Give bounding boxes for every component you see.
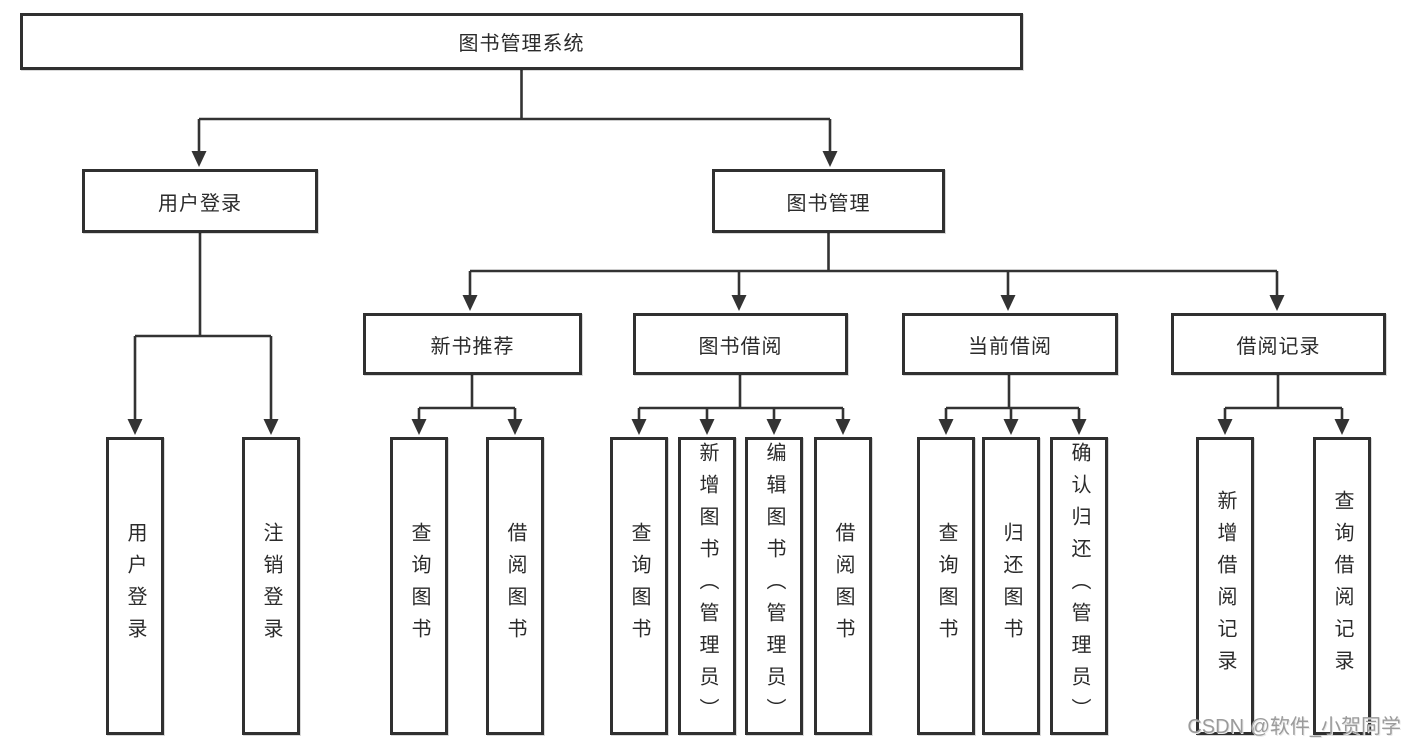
leaf-borrow-books-label: 借阅图书 (832, 522, 854, 650)
leaf-query-books-borrow-label: 查询图书 (628, 522, 650, 650)
csdn-watermark: CSDN @软件_小贺同学 (1187, 716, 1401, 738)
leaf-user-login-label: 用户登录 (124, 522, 146, 650)
section-borrow-records-label: 借阅记录 (1236, 335, 1321, 358)
leaf-logout-login: 注销登录 (242, 437, 300, 735)
section-borrow-records: 借阅记录 (1171, 313, 1386, 375)
leaf-add-books-admin: 新增图书（管理员） (678, 437, 736, 735)
section-current-borrow: 当前借阅 (902, 313, 1118, 375)
node-root-system-label: 图书管理系统 (458, 33, 585, 55)
leaf-confirm-return-admin-label: 确认归还（管理员） (1068, 442, 1090, 730)
leaf-query-borrow-record-label: 查询借阅记录 (1331, 490, 1353, 682)
section-new-book-recommend-label: 新书推荐 (430, 335, 515, 358)
leaf-query-books-recommend-label: 查询图书 (408, 522, 430, 650)
leaf-edit-books-admin: 编辑图书（管理员） (745, 437, 803, 735)
node-book-management-label: 图书管理 (786, 192, 871, 215)
section-book-borrow: 图书借阅 (633, 313, 848, 375)
leaf-borrow-books-recommend: 借阅图书 (486, 437, 544, 735)
arrowhead-icons (127, 151, 1350, 435)
leaf-query-borrow-record: 查询借阅记录 (1313, 437, 1371, 735)
node-user-login: 用户登录 (82, 169, 318, 233)
leaf-edit-books-admin-label: 编辑图书（管理员） (763, 442, 785, 730)
leaf-add-borrow-record-label: 新增借阅记录 (1214, 490, 1236, 682)
leaf-return-books: 归还图书 (982, 437, 1040, 735)
leaf-logout-login-label: 注销登录 (260, 522, 282, 650)
leaf-return-books-label: 归还图书 (1000, 522, 1022, 650)
node-user-login-label: 用户登录 (158, 192, 242, 215)
node-book-management: 图书管理 (712, 169, 945, 233)
leaf-borrow-books: 借阅图书 (814, 437, 872, 735)
leaf-confirm-return-admin: 确认归还（管理员） (1050, 437, 1108, 735)
leaf-query-books-borrow: 查询图书 (610, 437, 668, 735)
leaf-borrow-books-recommend-label: 借阅图书 (504, 522, 526, 650)
leaf-add-books-admin-label: 新增图书（管理员） (696, 442, 718, 730)
section-new-book-recommend: 新书推荐 (363, 313, 582, 375)
leaf-add-borrow-record: 新增借阅记录 (1196, 437, 1254, 735)
leaf-query-books-current: 查询图书 (917, 437, 975, 735)
section-current-borrow-label: 当前借阅 (968, 335, 1052, 358)
section-book-borrow-label: 图书借阅 (698, 335, 783, 358)
leaf-query-books-recommend: 查询图书 (390, 437, 448, 735)
node-root-system: 图书管理系统 (20, 13, 1023, 70)
leaf-query-books-current-label: 查询图书 (935, 522, 957, 650)
leaf-user-login: 用户登录 (106, 437, 164, 735)
